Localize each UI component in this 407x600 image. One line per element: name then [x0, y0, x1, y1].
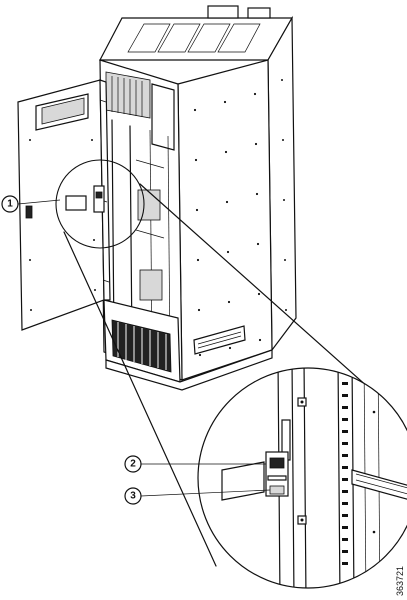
magnification-leaders [63, 183, 379, 567]
callout-1: 1 [1, 195, 19, 213]
front-top-modules [105, 71, 175, 151]
detail-source-circle [55, 159, 145, 249]
callout-3-label: 3 [130, 491, 136, 502]
top-vents [127, 5, 271, 53]
callout-2-label: 2 [130, 459, 136, 470]
open-door [17, 79, 111, 331]
cable-tray [351, 469, 407, 501]
callout-leaders [17, 199, 271, 497]
side-vent-plate [193, 325, 246, 355]
door-rivets [29, 139, 96, 311]
rack-holes [342, 382, 348, 565]
callout-1-label: 1 [7, 199, 13, 210]
callout-2: 2 [124, 455, 142, 473]
chassis [99, 5, 297, 391]
door-latch [25, 205, 33, 219]
detail-magnified-circle [197, 367, 407, 589]
screws [297, 397, 376, 534]
chassis-right-side [267, 15, 297, 352]
figure-id: 363721 [395, 566, 405, 596]
latch-bracket [265, 451, 289, 497]
callout-3: 3 [124, 487, 142, 505]
side-panel-rivets [193, 79, 287, 357]
